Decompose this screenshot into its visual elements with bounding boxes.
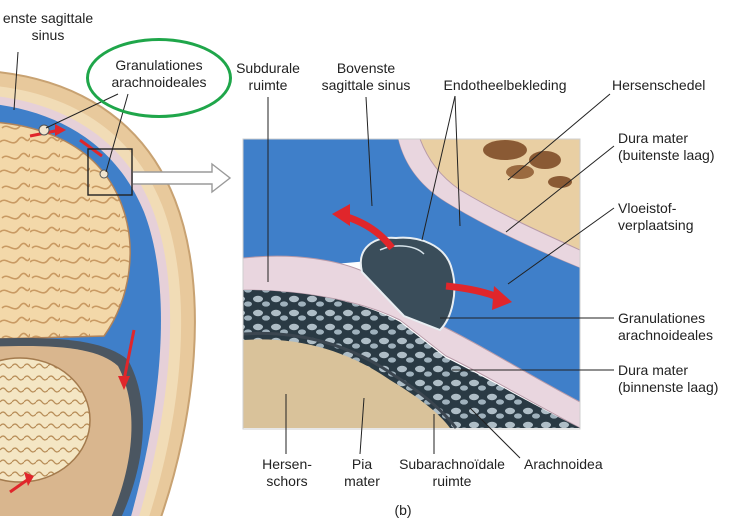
- zoom-square: [87, 148, 133, 196]
- cerebellum: [0, 357, 91, 483]
- enlarged-panel: [243, 139, 580, 429]
- label-dura-binnenste: Dura mater(binnenste laag): [618, 362, 719, 395]
- label-vloeistofverplaatsing: Vloeistof-verplaatsing: [618, 200, 694, 233]
- label-hersenschors: Hersen-schors: [262, 456, 312, 489]
- brain-left: [0, 121, 131, 340]
- label-hersenschedel: Hersenschedel: [612, 77, 706, 93]
- left-skull-section: [0, 71, 196, 516]
- label-dura-buitenste: Dura mater(buitenste laag): [618, 130, 715, 163]
- highlight-oval: [86, 38, 232, 118]
- granulation-bulb: [359, 236, 456, 332]
- label-arachnoidea: Arachnoidea: [524, 456, 603, 472]
- label-panel-b: (b): [394, 502, 412, 518]
- cortex: [243, 339, 450, 428]
- label-endotheelbekleding: Endotheelbekleding: [443, 77, 567, 93]
- zoom-arrow: [133, 162, 232, 194]
